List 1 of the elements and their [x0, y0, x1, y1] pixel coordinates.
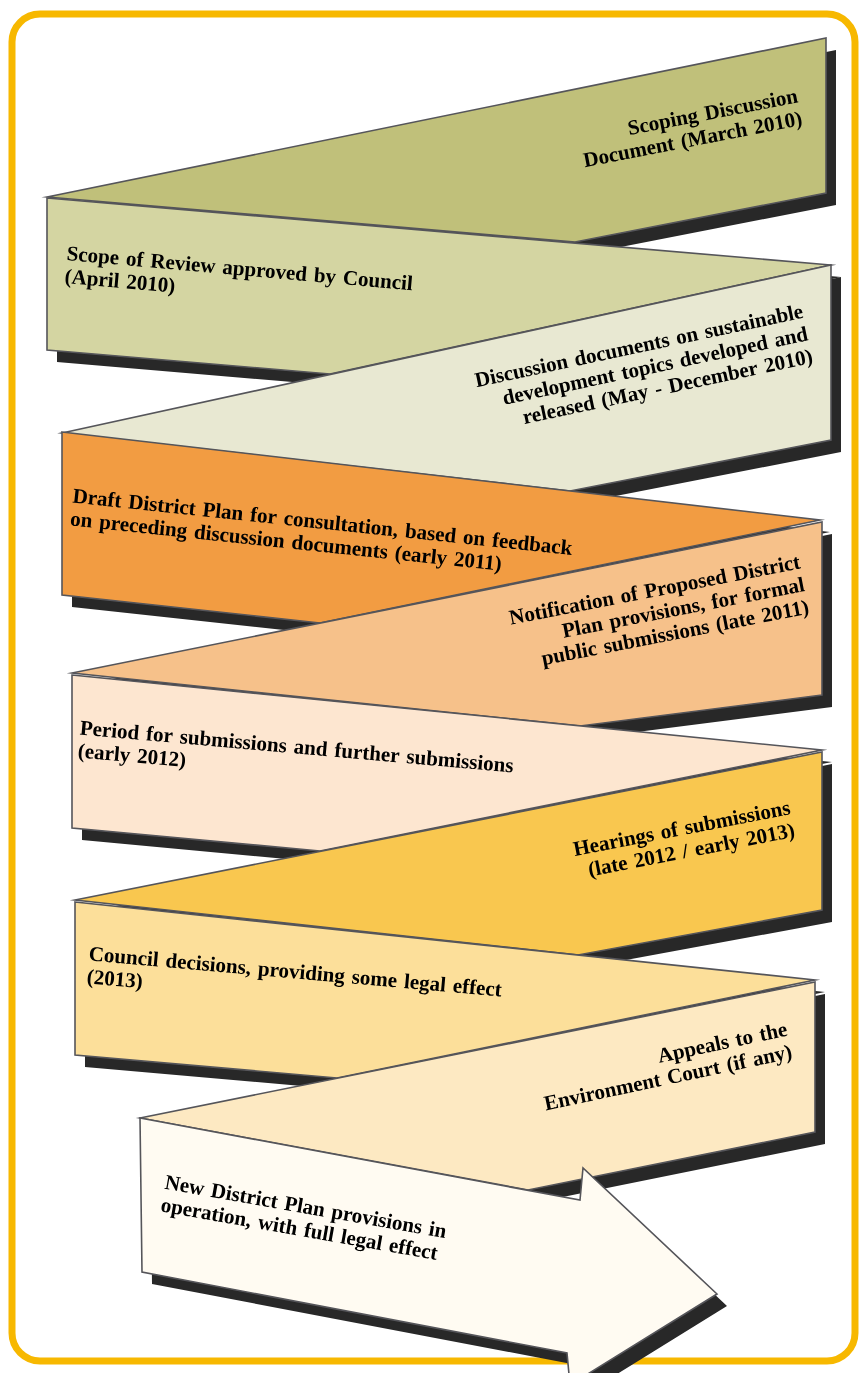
step-band: New District Plan provisions in operation, with full legal effect [139, 1117, 727, 1373]
